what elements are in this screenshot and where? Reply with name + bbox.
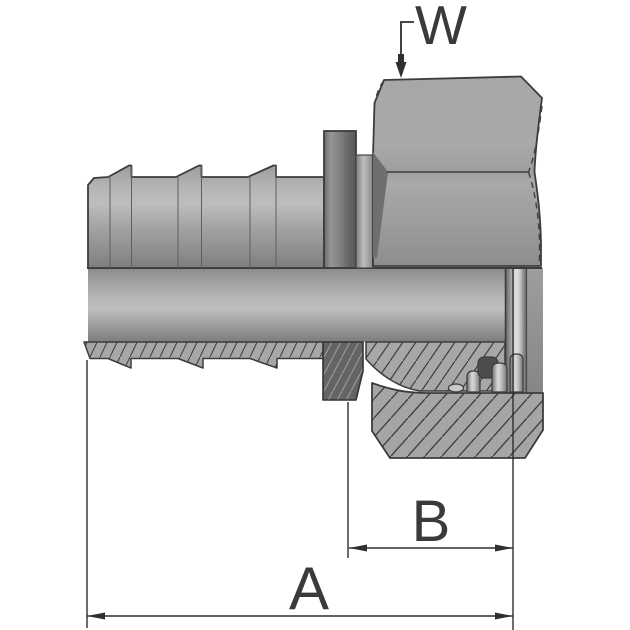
nut-section-hatch	[371, 382, 544, 459]
shank-wall-hatch-lines	[83, 341, 325, 369]
a-arrow-right	[495, 612, 513, 620]
hex-corner-dashed-curves	[373, 80, 543, 262]
neck-cylinder	[355, 154, 374, 269]
nut-cross-section	[371, 382, 544, 459]
b-label: B	[412, 489, 451, 554]
a-label: A	[289, 555, 329, 622]
dimension-b: B	[347, 268, 514, 630]
w-arrow-stem	[398, 54, 404, 63]
thread-crest-3	[509, 353, 524, 393]
dimension-w: W	[395, 0, 467, 78]
a-arrow-left	[87, 612, 105, 620]
hex-nut	[372, 75, 543, 267]
nut-left-chamfer-shadow	[373, 152, 388, 258]
stop-collar	[323, 130, 357, 269]
shank-profile	[87, 164, 325, 269]
thread-crest-2	[491, 362, 508, 393]
b-arrow-right	[495, 544, 513, 552]
collar-block-hatch	[322, 341, 364, 401]
bore-section	[88, 268, 543, 393]
bore-cylinder-surface	[88, 268, 505, 342]
w-label: W	[415, 0, 467, 56]
w-arrowhead	[395, 62, 407, 78]
dimension-a: A	[86, 360, 513, 628]
hatched-wall-section	[83, 341, 325, 369]
w-leader-line	[400, 21, 414, 60]
hose-barb-shank	[87, 164, 325, 269]
thread-root-ellipse	[447, 383, 465, 393]
barb-edge-lines	[109, 165, 277, 268]
b-arrow-left	[349, 544, 367, 552]
collar-section-block	[322, 341, 364, 401]
